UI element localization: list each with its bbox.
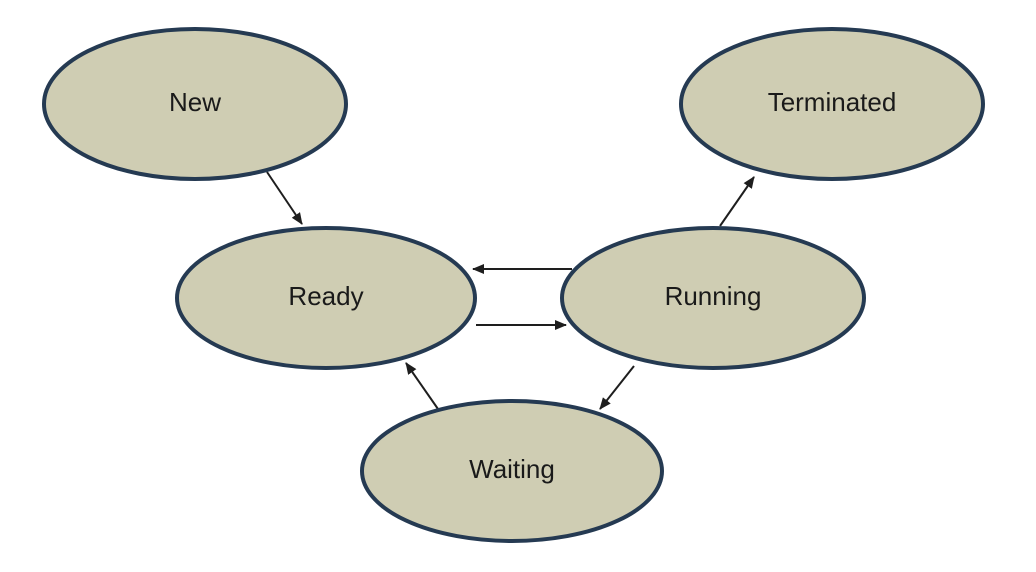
state-new: New [42,27,348,181]
state-running-label: Running [665,281,762,311]
state-waiting-label: Waiting [469,454,555,484]
state-running-shape [560,226,866,370]
state-ready-label: Ready [288,281,363,311]
arrow-running-to-terminated [719,176,755,227]
state-new-shape [42,27,348,181]
transitions [266,171,755,410]
state-waiting-shape [360,399,664,543]
state-ready: Ready [175,226,477,370]
arrow-new-to-ready [266,171,303,225]
state-terminated-shape [679,27,985,181]
state-terminated-label: Terminated [768,87,897,117]
state-terminated: Terminated [679,27,985,181]
state-new-label: New [169,87,221,117]
arrow-running-to-waiting [599,365,635,410]
arrow-waiting-to-ready [405,362,439,410]
state-waiting: Waiting [360,399,664,543]
state-ready-shape [175,226,477,370]
state-running: Running [560,226,866,370]
